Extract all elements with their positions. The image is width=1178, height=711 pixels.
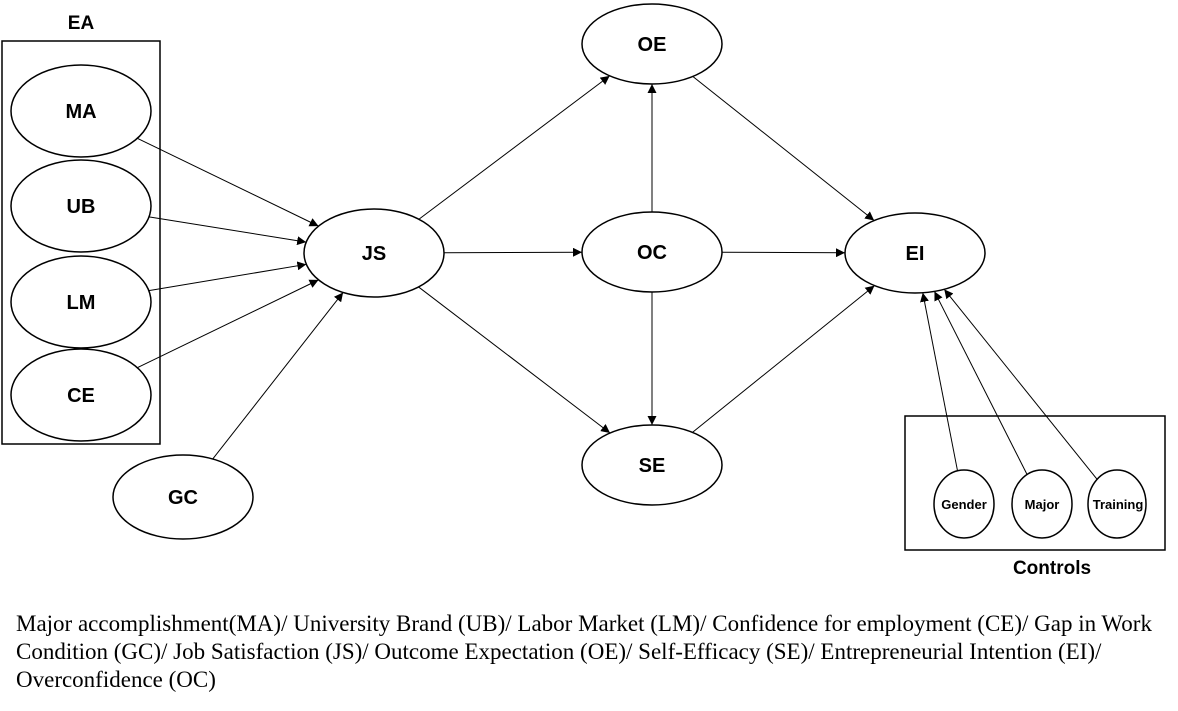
node-gc-label: GC [168, 487, 198, 509]
node-gc: GC [112, 454, 254, 540]
node-ce-label: CE [67, 385, 95, 407]
ea-group-label: EA [68, 13, 95, 34]
node-oc: OC [581, 211, 723, 293]
node-oe: OE [581, 3, 723, 85]
edge-js-to-se [418, 286, 611, 434]
edge-lm-to-js [148, 261, 307, 292]
node-gender: Gender [933, 469, 995, 539]
path-diagram: EA Controls MA UB LM CE GC JS OE OC SE [1, 3, 1166, 579]
node-major: Major [1011, 469, 1073, 539]
node-training-label: Training [1093, 497, 1144, 512]
node-training: Training [1087, 469, 1147, 539]
node-js-label: JS [362, 243, 386, 265]
node-ei: EI [844, 212, 986, 294]
edge-major-to-ei [933, 291, 1028, 475]
node-ei-label: EI [906, 243, 925, 265]
ea-group-box [1, 40, 161, 445]
controls-group-box [904, 415, 1166, 551]
node-se: SE [581, 424, 723, 506]
node-ub-label: UB [67, 196, 96, 218]
node-ma-label: MA [65, 101, 96, 123]
node-oe-label: OE [638, 34, 667, 56]
controls-group-label: Controls [1013, 558, 1091, 579]
edge-oe-to-ei [692, 76, 875, 221]
edge-ce-to-js [137, 279, 319, 369]
node-major-label: Major [1025, 497, 1060, 512]
edge-se-to-ei [692, 285, 875, 433]
node-ce: CE [10, 348, 152, 442]
node-oc-label: OC [637, 242, 667, 264]
node-lm-label: LM [67, 292, 96, 314]
node-ub: UB [10, 159, 152, 253]
node-js: JS [303, 208, 445, 298]
edge-training-to-ei [943, 289, 1098, 480]
edge-ub-to-js [148, 216, 307, 246]
node-ma: MA [10, 64, 152, 158]
edge-ma-to-js [137, 137, 319, 227]
edge-js-to-oe [418, 75, 610, 220]
node-gender-label: Gender [941, 497, 987, 512]
diagram-caption: Major accomplishment(MA)/ University Bra… [16, 611, 1152, 692]
edges [137, 75, 1098, 480]
node-lm: LM [10, 255, 152, 349]
node-se-label: SE [639, 455, 666, 477]
edge-gc-to-js [212, 292, 344, 460]
edge-gender-to-ei [920, 292, 959, 471]
